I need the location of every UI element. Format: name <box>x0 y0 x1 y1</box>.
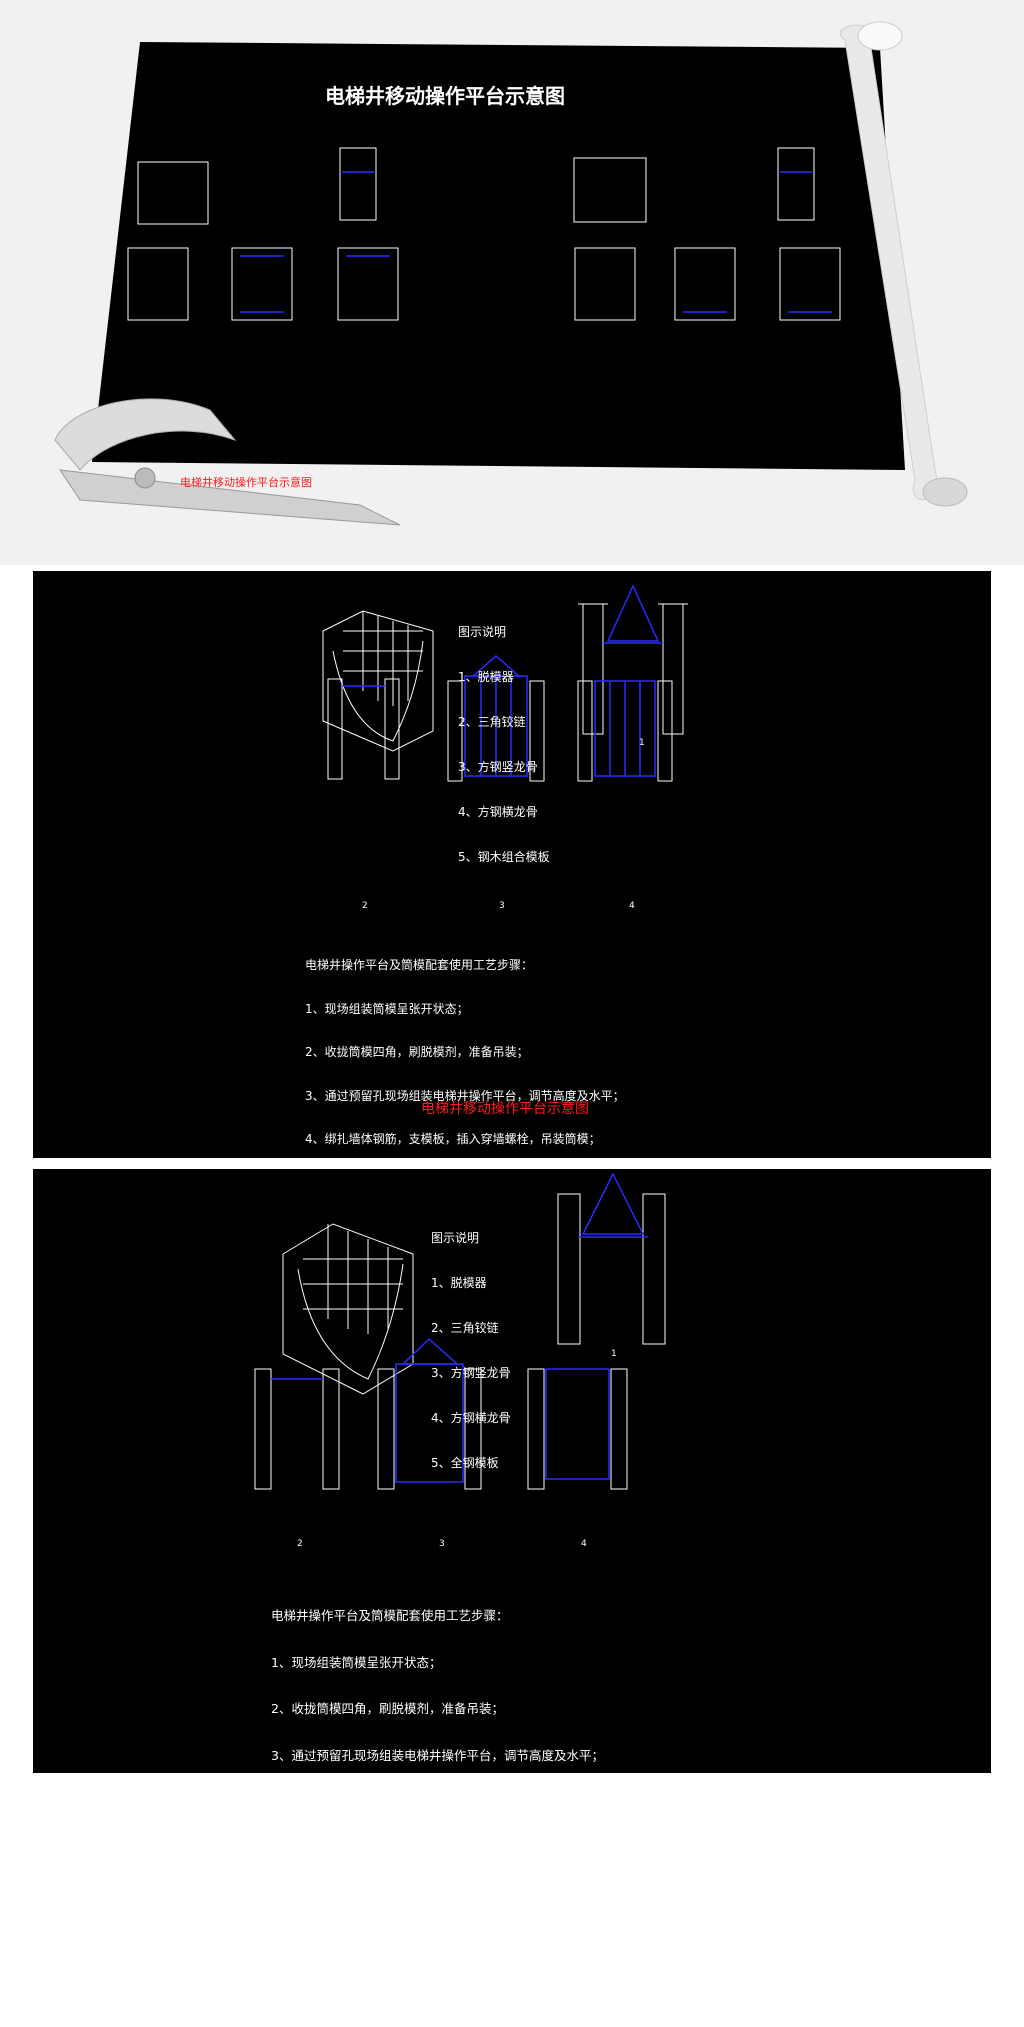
legend-item: 2、三角铰链 <box>431 1321 499 1335</box>
step-item: 2、收拢筒模四角，刷脱模剂，准备吊装； <box>271 1701 504 1716</box>
steps-heading: 电梯井操作平台及筒模配套使用工艺步骤： <box>271 1608 509 1623</box>
protractor-pivot <box>134 467 156 489</box>
step-item: 4、绑扎墙体钢筋，支模板，插入穿墙螺栓，吊装筒模； <box>305 1132 601 1146</box>
figure-number: 4 <box>629 901 635 911</box>
figure-number: 3 <box>439 1539 445 1549</box>
poster-scene: 电梯井移动操作平台示意图 电梯井移动操作平台示意图 <box>0 0 1024 565</box>
legend-item: 5、钢木组合模板 <box>458 850 550 864</box>
poster-iso-right <box>573 157 647 223</box>
poster-sheet <box>92 42 905 470</box>
step-item: 3、通过预留孔现场组装电梯井操作平台，调节高度及水平； <box>271 1747 604 1763</box>
step-item: 5、张开筒模四角，上紧穿墙螺栓，现浇墙体； <box>271 1840 529 1856</box>
legend-item: 3、方钢竖龙骨 <box>458 760 538 774</box>
step-item: 1、现场组装筒模呈张开状态； <box>305 1001 469 1016</box>
figure-number: 4 <box>581 1539 587 1549</box>
iso-formwork <box>322 610 434 752</box>
step-item: 1、现场组装筒模呈张开状态； <box>271 1654 442 1670</box>
fig1b-shaft <box>557 1193 666 1345</box>
fig234-shafts <box>327 678 673 782</box>
legend-box-2: 图示说明 1、脱模器 2、三角铰链 3、方钢竖龙骨 4、方钢横龙骨 5、全钢模板 <box>431 1201 511 1501</box>
figure-number: 1 <box>611 1349 617 1359</box>
step-item: 8、起吊筒模，平台支脚自动弹入预留孔，调节平台高度及水平，进入下一层施工。 <box>271 1980 729 1995</box>
figure-number: 1 <box>639 738 645 748</box>
diagram-panel-1: 图示说明 1、脱模器 2、三角铰链 3、方钢竖龙骨 4、方钢横龙骨 5、钢木组合… <box>33 571 991 1320</box>
legend-item: 1、脱模器 <box>431 1276 487 1290</box>
fig1-shaft <box>578 603 688 735</box>
process-steps-2: 电梯井操作平台及筒模配套使用工艺步骤： 1、现场组装筒模呈张开状态； 2、收拢筒… <box>271 1577 729 2027</box>
poster-title: 电梯井移动操作平台示意图 <box>325 84 565 108</box>
panel-red-caption: 电梯井移动操作平台示意图 <box>421 1101 589 1117</box>
legend-item: 1、脱模器 <box>458 670 514 684</box>
steps-heading: 电梯井操作平台及筒模配套使用工艺步骤： <box>305 958 534 972</box>
diagram-panel-2: 图示说明 1、脱模器 2、三角铰链 3、方钢竖龙骨 4、方钢横龙骨 5、全钢模板… <box>33 1169 991 1995</box>
fig234b-shafts <box>254 1368 628 1490</box>
poster-svg <box>54 21 968 526</box>
protractor-arc <box>54 398 237 471</box>
step-item: 7、筒模吊离井筒，清理筒模，刷脱模剂，准备再次吊装； <box>271 1933 592 1949</box>
figure-number: 2 <box>362 901 368 911</box>
paper-roll <box>839 24 938 501</box>
legend-box-1: 图示说明 1、脱模器 2、三角铰链 3、方钢竖龙骨 4、方钢横龙骨 5、钢木组合… <box>458 595 550 895</box>
legend-item: 3、方钢竖龙骨 <box>431 1366 511 1380</box>
step-item: 4、绑扎墙体钢筋，支模板，插入穿墙螺栓，吊装筒模； <box>271 1794 579 1809</box>
roll-top-end <box>857 21 903 51</box>
figure-number: 3 <box>499 901 505 911</box>
legend-item: 4、方钢横龙骨 <box>431 1411 511 1425</box>
iso-formwork-2 <box>282 1223 414 1395</box>
poster-red-caption: 电梯井移动操作平台示意图 <box>180 476 312 489</box>
legend-item: 5、全钢模板 <box>431 1456 499 1470</box>
step-item: 2、收拢筒模四角，刷脱模剂，准备吊装； <box>305 1045 529 1059</box>
legend-heading: 图示说明 <box>458 625 507 639</box>
panel2-drawing <box>322 584 688 782</box>
legend-item: 4、方钢横龙骨 <box>458 805 538 819</box>
legend-heading: 图示说明 <box>431 1231 480 1245</box>
figure-number: 2 <box>297 1539 303 1549</box>
legend-item: 2、三角铰链 <box>458 715 526 729</box>
roll-bottom-end <box>922 477 968 507</box>
step-item: 6、拆除墙模，收缩筒模四角，使其脱离砼墙体； <box>271 1887 542 1902</box>
panel3-drawing <box>254 1172 666 1490</box>
poster-iso-left <box>137 161 209 225</box>
step-item: 3、通过预留孔现场组装电梯井操作平台，调节高度及水平； <box>305 1088 625 1103</box>
